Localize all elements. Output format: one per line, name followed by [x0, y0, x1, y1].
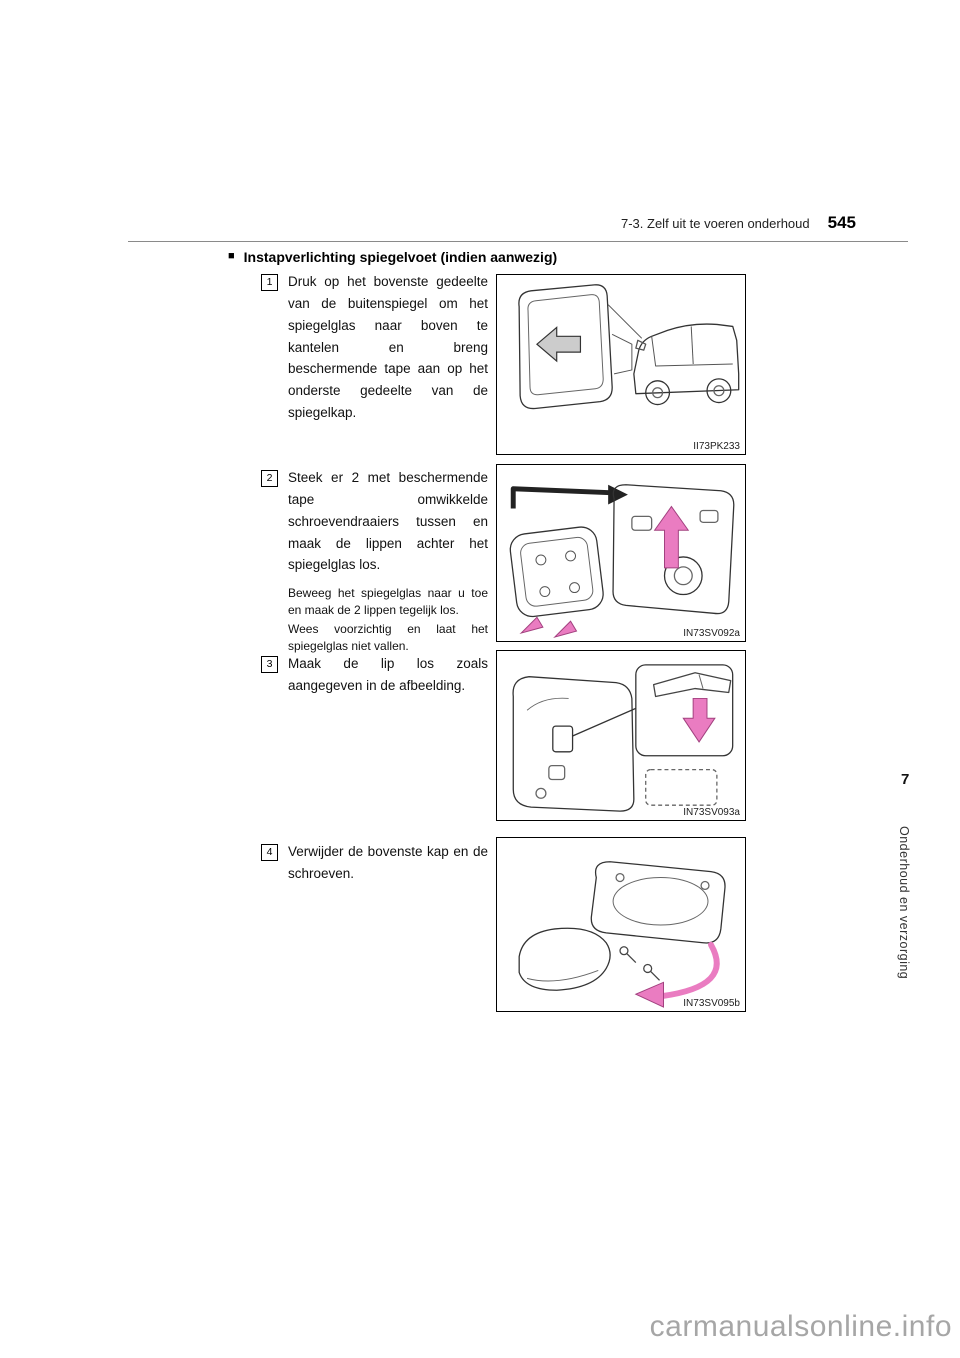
step-text: Steek er 2 met beschermende tape omwikke…: [288, 470, 488, 573]
figure-box-3: IN73SV093a: [496, 650, 746, 821]
chapter-number-tab: 7: [901, 771, 910, 788]
step-item-2: 2 Steek er 2 met beschermende tape omwik…: [261, 467, 488, 655]
step-item-1: 1 Druk op het bovenste gedeelte van de b…: [261, 271, 488, 424]
lip-release-illustration: [512, 664, 734, 812]
sidebar-vertical-label: Onderhoud en verzorging: [897, 826, 911, 980]
header-divider: [128, 241, 908, 242]
mirror-and-truck-illustration: [518, 284, 740, 410]
step-text: Maak de lip los zoals aangegeven in de a…: [288, 656, 488, 693]
square-bullet-icon: ■: [228, 250, 235, 262]
mirror-glass-removal-illustration: [509, 484, 735, 639]
step-text: Druk op het bovenste gedeelte van de bui…: [288, 274, 488, 421]
section-heading: ■ Instapverlichting spiegelvoet (indien …: [228, 249, 557, 265]
figure-box-4: IN73SV095b: [496, 837, 746, 1012]
page-number: 545: [827, 213, 856, 232]
step-number-badge: 3: [261, 656, 278, 673]
step-item-3: 3 Maak de lip los zoals aangegeven in de…: [261, 653, 488, 697]
header-section-title: 7-3. Zelf uit te voeren onderhoud: [621, 216, 810, 231]
cap-and-screws-illustration: [518, 861, 726, 1008]
section-title: Instapverlichting spiegelvoet (indien aa…: [243, 249, 558, 265]
step-number-badge: 1: [261, 274, 278, 291]
step-note: Beweeg het spiegelglas naar u toe en maa…: [288, 586, 488, 618]
figure-box-1: II73PK233: [496, 274, 746, 455]
figure-box-2: IN73SV092a: [496, 464, 746, 642]
step-note: Wees voorzichtig en laat het spiegelglas…: [288, 622, 488, 654]
figure-caption: IN73SV095b: [683, 998, 740, 1009]
figure-caption: II73PK233: [693, 441, 740, 452]
figure-caption: IN73SV093a: [683, 807, 740, 818]
step-text: Verwijder de bovenste kap en de schroeve…: [288, 844, 488, 881]
step-item-4: 4 Verwijder de bovenste kap en de schroe…: [261, 841, 488, 885]
watermark-text: carmanualsonline.info: [649, 1310, 952, 1343]
step-number-badge: 4: [261, 844, 278, 861]
figure-caption: IN73SV092a: [683, 628, 740, 639]
page-header: 7-3. Zelf uit te voeren onderhoud 545: [128, 213, 908, 233]
step-number-badge: 2: [261, 470, 278, 487]
